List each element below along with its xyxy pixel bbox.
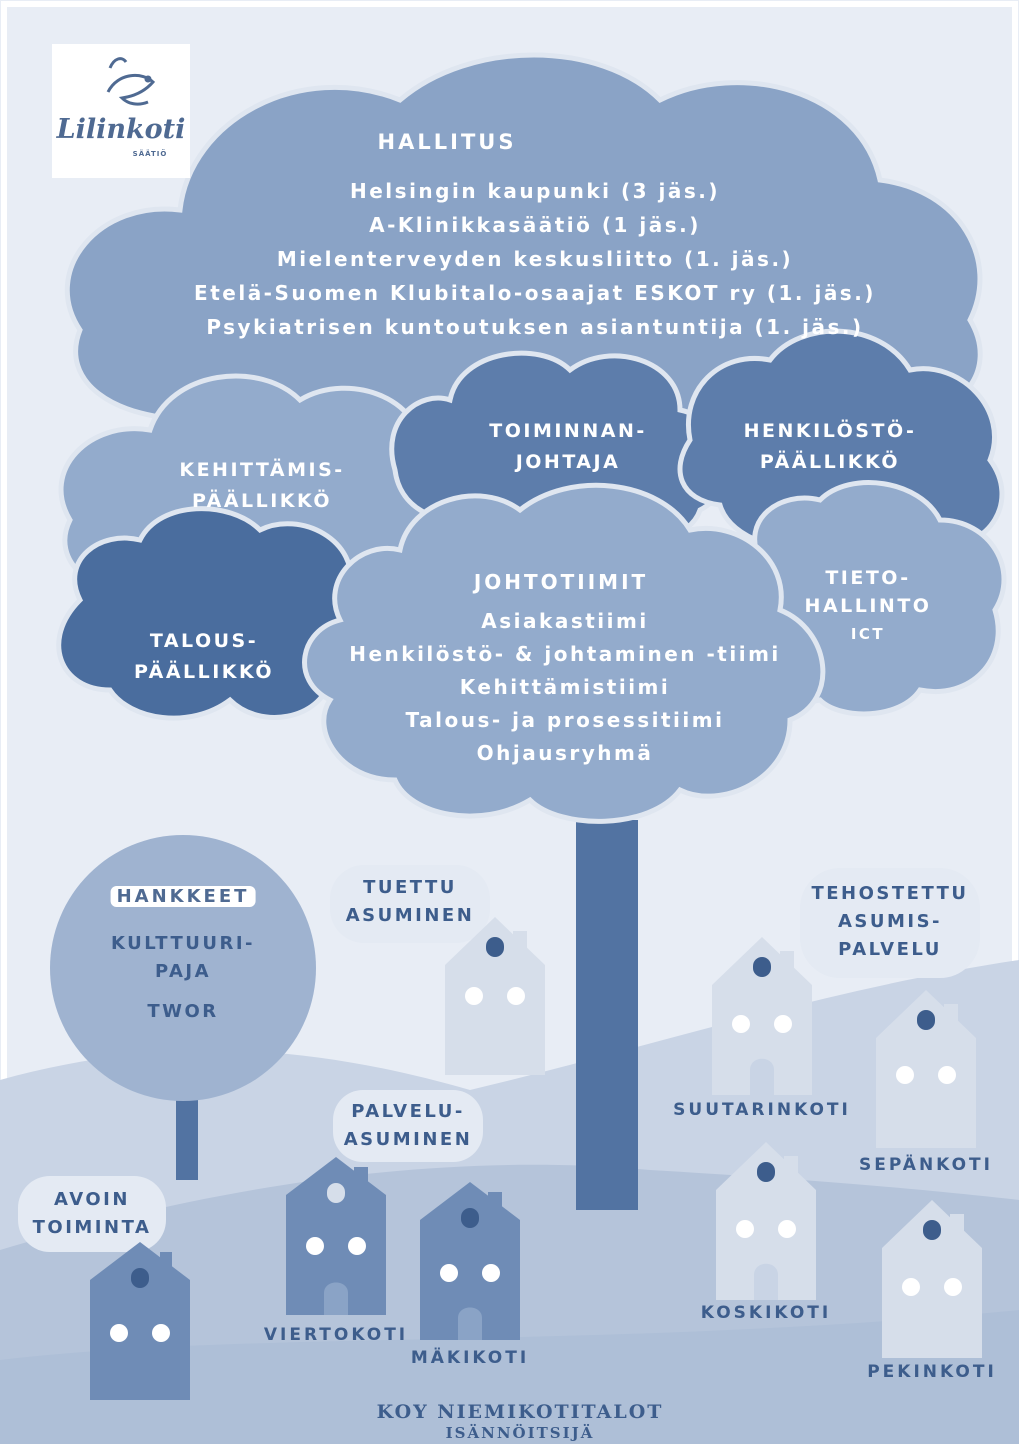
- team-item: Talous- ja prosessitiimi: [405, 708, 725, 732]
- supported-housing-label: TUETTU ASUMINEN: [345, 877, 475, 926]
- supported-housing-bubble: [330, 865, 490, 943]
- board-member: Mielenterveyden keskusliitto (1. jäs.): [276, 247, 794, 271]
- board-members: Helsingin kaupunki (3 jäs.) A-Klinikkasä…: [194, 174, 876, 344]
- board-member: Etelä-Suomen Klubitalo-osaajat ESKOT ry …: [194, 281, 876, 305]
- property-company-title: KOY NIEMIKOTITALOT: [376, 1401, 664, 1423]
- management-teams-cloud: [302, 482, 826, 824]
- hr-manager-label: HENKILÖSTÖ- PÄÄLLIKKÖ: [743, 420, 917, 473]
- service-housing-label: PALVELU- ASUMINEN: [343, 1101, 473, 1150]
- board-title: HALLITUS: [377, 130, 517, 154]
- projects-list: KULTTUURI- PAJA TWOR: [111, 933, 255, 1022]
- team-item: Kehittämistiimi: [459, 675, 671, 699]
- operations-director-label: TOIMINNAN- JOHTAJA: [489, 420, 647, 473]
- house-tuettu: [445, 917, 545, 1075]
- development-manager-label: KEHITTÄMIS- PÄÄLLIKKÖ: [179, 459, 345, 512]
- board-member: A-Klinikkasäätiö (1 jäs.): [369, 213, 701, 237]
- logo-subtitle: SÄÄTIÖ: [132, 150, 168, 158]
- house-suutarinkoti: [712, 937, 812, 1095]
- tree-trunk: [576, 820, 638, 1210]
- board-member: Helsingin kaupunki (3 jäs.): [350, 179, 720, 203]
- home-viertokoti: VIERTOKOTI: [263, 1325, 409, 1345]
- dove-icon: [106, 57, 156, 106]
- hill-base: [0, 1310, 1019, 1444]
- small-tree-trunk: [176, 1080, 198, 1180]
- intensified-housing-bubble: [800, 868, 980, 978]
- management-teams-title: JOHTOTIIMIT: [473, 570, 649, 594]
- house-koskikoti: [716, 1142, 816, 1300]
- intensified-housing-label: TEHOSTETTU ASUMIS- PALVELU: [811, 883, 969, 960]
- open-activity-label: AVOIN TOIMINTA: [32, 1189, 152, 1238]
- house-sepankoti: [876, 990, 976, 1148]
- house-avoin: [90, 1242, 190, 1400]
- service-housing-bubble: [333, 1090, 483, 1162]
- house-viertokoti: [286, 1157, 386, 1315]
- team-item: Asiakastiimi: [481, 609, 649, 633]
- logo-box: [52, 44, 190, 178]
- home-makikoti: MÄKIKOTI: [410, 1348, 530, 1368]
- team-item: Henkilöstö- & johtaminen -tiimi: [349, 642, 781, 666]
- home-pekinkoti: PEKINKOTI: [867, 1362, 997, 1382]
- home-koskikoti: KOSKIKOTI: [700, 1303, 832, 1323]
- house-pekinkoti: [882, 1200, 982, 1358]
- property-company-subtitle: ISÄNNÖITSIJÄ: [445, 1424, 595, 1442]
- house-makikoti: [420, 1182, 520, 1340]
- finance-manager-label: TALOUS- PÄÄLLIKKÖ: [133, 630, 275, 683]
- home-sepankoti: SEPÄNKOTI: [859, 1155, 993, 1175]
- projects-title: HANKKEET: [110, 886, 256, 907]
- team-item: Ohjausryhmä: [476, 741, 654, 765]
- home-suutarinkoti: SUUTARINKOTI: [673, 1100, 851, 1120]
- board-member: Psykiatrisen kuntoutuksen asiantuntija (…: [206, 315, 864, 339]
- it-management-label: TIETO- HALLINTO ICT: [804, 567, 932, 643]
- logo-wordmark: Lilinkoti: [56, 114, 186, 145]
- open-activity-bubble: [18, 1176, 166, 1252]
- management-teams-list: Asiakastiimi Henkilöstö- & johtaminen -t…: [349, 605, 781, 770]
